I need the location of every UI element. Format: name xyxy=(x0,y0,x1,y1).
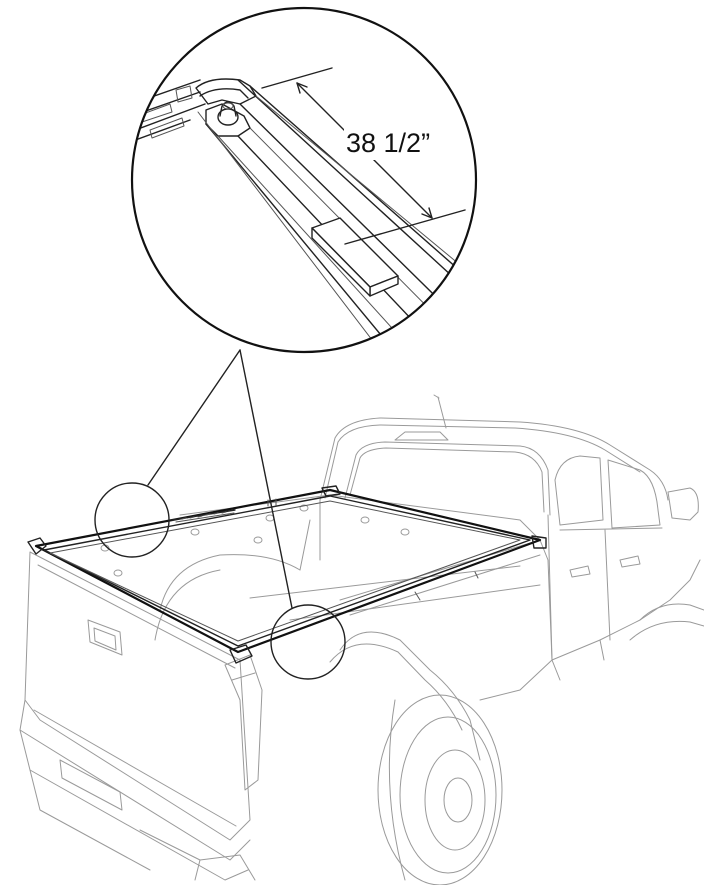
callout-circle-left xyxy=(94,482,170,558)
detail-magnifier: 38 1/2” xyxy=(130,6,478,354)
truck-illustration xyxy=(19,394,704,885)
truck-cab xyxy=(319,394,699,578)
rail-slots xyxy=(181,511,227,520)
truck-bed xyxy=(100,494,553,885)
bed-rail-frame xyxy=(27,485,547,664)
truck-body-side xyxy=(547,514,704,681)
truck-bumper xyxy=(19,699,256,881)
truck-tailgate xyxy=(24,551,263,841)
leader-lines xyxy=(147,349,293,609)
callout-circle-right xyxy=(270,604,346,680)
dimension-label: 38 1/2” xyxy=(346,128,430,158)
foam-block xyxy=(311,217,399,297)
